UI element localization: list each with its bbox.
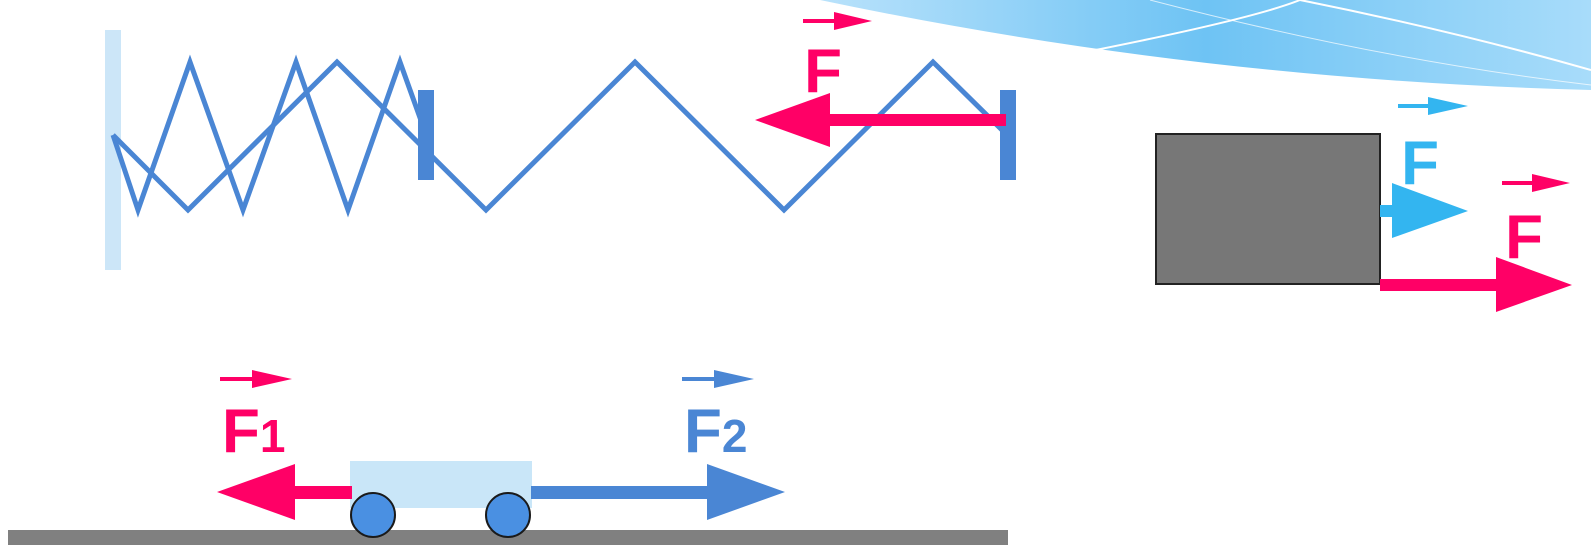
block [1155,133,1381,285]
vector-label-block-top: F [1398,97,1468,198]
vector-label-spring: F [803,12,872,106]
compressed-spring [110,54,431,218]
spring-figure: F [105,12,1016,270]
wall [105,30,121,270]
force-letter-f1: F [222,397,260,466]
vector-label-block-bottom: F [1502,174,1570,272]
force-arrow-spring [755,93,1006,147]
force-label-f2: F2 [684,397,747,466]
force-arrow-block-bottom [1380,257,1572,312]
force-label-f1: F1 [222,397,285,466]
vector-label-f1: F1 [220,370,292,466]
spring-end-stretched [1000,90,1016,180]
force-arrow-cart-right [531,464,785,520]
force-arrow-block-top [1380,183,1468,238]
force-label-block-bottom: F [1505,203,1543,272]
vector-label-f2: F2 [682,370,754,466]
cart-wheel-right [485,492,531,538]
stretched-spring [111,58,1004,214]
force-label-spring: F [804,37,842,106]
force-letter-f2: F [684,397,722,466]
spring-end-compressed [418,90,434,180]
force-label-block-top: F [1401,129,1439,198]
decorative-wave [820,0,1591,90]
cart-figure: F1 F2 [8,370,1008,545]
force-subscript-f2: 2 [722,410,748,462]
block-figure: F F [1155,97,1572,312]
force-arrow-cart-left [217,464,352,520]
cart-wheel-left [350,492,396,538]
force-subscript-f1: 1 [260,410,286,462]
